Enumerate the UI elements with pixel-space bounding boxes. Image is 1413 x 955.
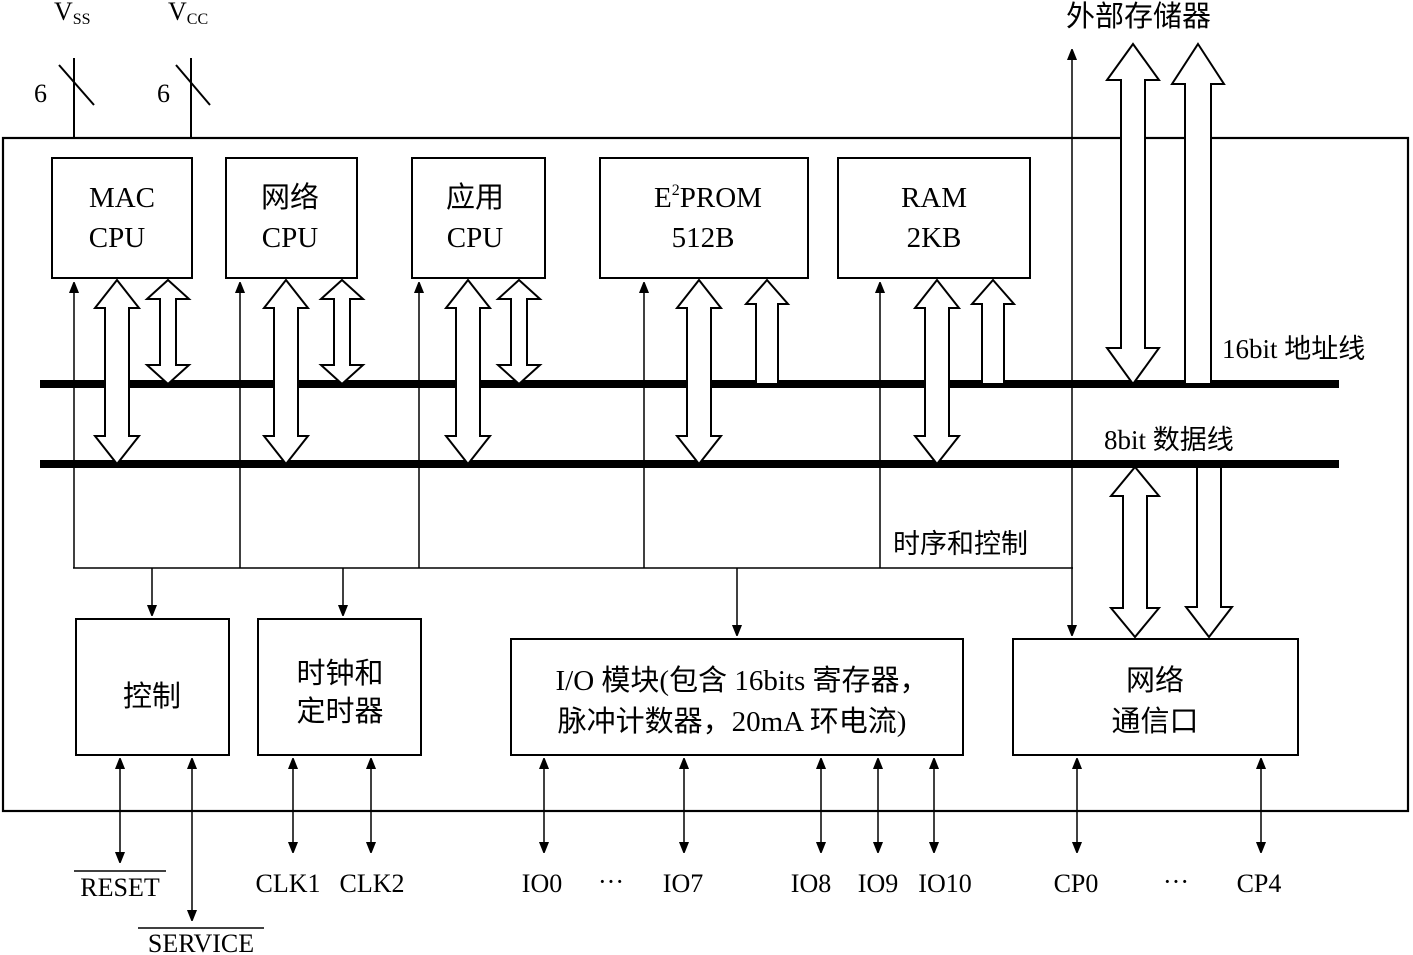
eeprom-block: E2PROM 512B: [599, 157, 809, 279]
vcc-label: VCC: [168, 0, 208, 28]
io-module-block: I/O 模块(包含 16bits 寄存器， 脉冲计数器，20mA 环电流): [510, 638, 964, 756]
power-pins: VSS 6 VCC 6: [34, 0, 211, 138]
svg-text:脉冲计数器，20mA 环电流): 脉冲计数器，20mA 环电流): [558, 705, 907, 738]
network-cpu-block: 网络 CPU: [225, 157, 358, 279]
svg-text:控制: 控制: [123, 680, 181, 713]
timing-control-label: 时序和控制: [893, 529, 1028, 559]
clk2-pin-label: CLK2: [340, 869, 405, 898]
svg-text:通信口: 通信口: [1111, 705, 1198, 738]
cp4-pin-label: CP4: [1237, 869, 1282, 898]
svg-text:RAM: RAM: [901, 182, 967, 214]
network-port-block: 网络 通信口: [1012, 638, 1299, 756]
vcc-count: 6: [157, 79, 170, 108]
svg-text:时钟和: 时钟和: [296, 657, 383, 690]
mac-cpu-block: MAC CPU: [51, 157, 193, 279]
control-block: 控制: [75, 618, 230, 756]
io9-pin-label: IO9: [858, 869, 898, 898]
timing-control-lines: [73, 50, 1073, 635]
ram-block: RAM 2KB: [837, 157, 1031, 279]
clock-timer-block: 时钟和 定时器: [257, 618, 422, 756]
vss-count: 6: [34, 79, 47, 108]
svg-text:CPU: CPU: [447, 222, 503, 254]
pin-arrows: [120, 759, 1261, 920]
svg-text:网络: 网络: [1126, 664, 1184, 697]
pin-labels: RESET SERVICE CLK1 CLK2 IO0 ··· IO7 IO8 …: [74, 867, 1281, 955]
reset-pin-label: RESET: [80, 873, 160, 902]
io0-pin-label: IO0: [522, 869, 562, 898]
cp0-pin-label: CP0: [1054, 869, 1099, 898]
io7-pin-label: IO7: [663, 869, 703, 898]
bus-arrows: [92, 42, 1235, 639]
io-ellipsis: ···: [598, 867, 624, 896]
io8-pin-label: IO8: [791, 869, 831, 898]
address-bus-label: 16bit 地址线: [1222, 334, 1365, 364]
service-pin-label: SERVICE: [148, 929, 254, 955]
svg-text:应用: 应用: [446, 181, 504, 214]
chip-boundary: [1, 136, 1410, 813]
svg-text:MAC: MAC: [89, 182, 155, 214]
clk1-pin-label: CLK1: [256, 869, 321, 898]
svg-text:CPU: CPU: [89, 222, 145, 254]
cp-ellipsis: ···: [1163, 867, 1189, 896]
external-memory-label: 外部存储器: [1066, 0, 1211, 33]
svg-text:512B: 512B: [672, 222, 735, 254]
svg-text:网络: 网络: [261, 181, 319, 214]
vss-label: VSS: [54, 0, 91, 28]
svg-text:定时器: 定时器: [296, 695, 383, 728]
io10-pin-label: IO10: [918, 869, 971, 898]
app-cpu-block: 应用 CPU: [411, 157, 546, 279]
svg-text:CPU: CPU: [262, 222, 318, 254]
svg-text:2KB: 2KB: [907, 222, 962, 254]
data-bus-label: 8bit 数据线: [1104, 425, 1234, 455]
svg-text:E2PROM: E2PROM: [654, 182, 762, 214]
svg-text:I/O 模块(包含 16bits 寄存器，: I/O 模块(包含 16bits 寄存器，: [556, 664, 929, 697]
